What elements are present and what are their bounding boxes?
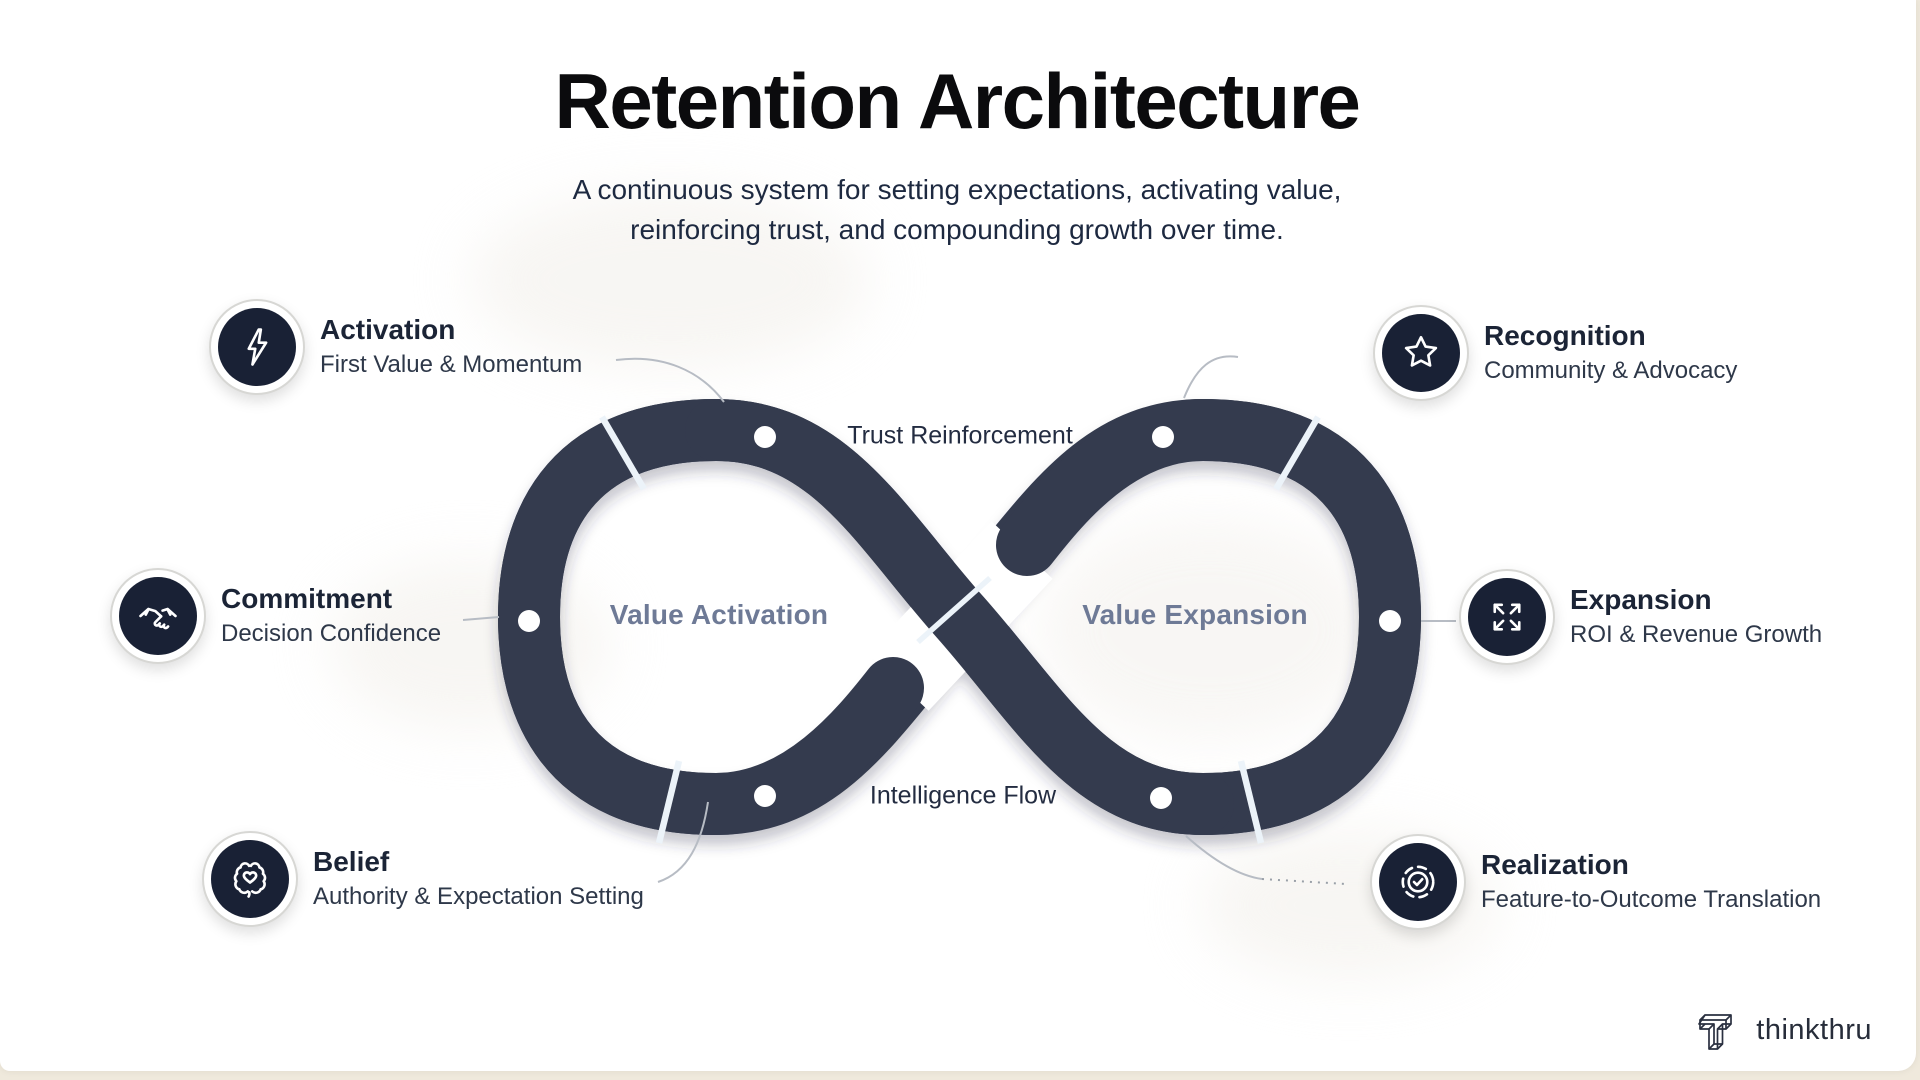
- loop-under-strand-right: [996, 398, 1422, 835]
- loop-segment-cuts: [599, 415, 1321, 844]
- waypoint-dot: [1150, 787, 1172, 809]
- node-circle: [1379, 843, 1457, 921]
- connector-activation: [615, 357, 725, 403]
- node-ring: [209, 299, 305, 395]
- loop-label-trust-reinforcement: Trust Reinforcement: [847, 421, 1073, 450]
- lightning-icon: [247, 328, 268, 366]
- expand-arrows-icon: [1493, 603, 1521, 631]
- waypoint-dot: [1152, 426, 1174, 448]
- cut-bottom-left: [655, 760, 683, 844]
- loop-waypoint-dots: [518, 426, 1401, 809]
- waypoint-dot: [754, 426, 776, 448]
- loop-center-slit: [916, 575, 992, 645]
- node-connectors: [462, 355, 1456, 885]
- waypoint-dot: [754, 785, 776, 807]
- node-circle: [1382, 314, 1460, 392]
- connector-recognition: [1183, 355, 1239, 399]
- node-subtitle: Decision Confidence: [221, 620, 442, 648]
- brand-logo: thinkthru: [1690, 1004, 1872, 1056]
- node-title: Expansion: [1570, 583, 1712, 615]
- node-belief: Belief Authority & Expectation Setting: [202, 831, 644, 927]
- node-text: Realization Feature-to-Outcome Translati…: [1481, 848, 1822, 915]
- loop-label-value-expansion: Value Expansion: [1082, 599, 1308, 630]
- node-circle: [211, 840, 289, 918]
- node-title: Commitment: [221, 582, 393, 614]
- page-subtitle-line1: A continuous system for setting expectat…: [572, 174, 1342, 205]
- node-circle: [119, 577, 197, 655]
- loop-label-intelligence-flow: Intelligence Flow: [869, 781, 1057, 810]
- loop-over-strand: [685, 399, 1234, 835]
- waypoint-dot: [518, 610, 540, 632]
- node-realization: Realization Feature-to-Outcome Translati…: [1370, 834, 1821, 930]
- node-circle: [218, 308, 296, 386]
- node-subtitle: First Value & Momentum: [320, 351, 583, 379]
- node-expansion: Expansion ROI & Revenue Growth: [1459, 569, 1822, 665]
- badge-check-icon: [1401, 865, 1435, 899]
- cut-top-left: [599, 415, 647, 491]
- background-blob: [470, 190, 870, 370]
- node-ring: [110, 568, 206, 664]
- connector-realization-curve: [1185, 835, 1263, 880]
- background-blob: [1040, 520, 1380, 740]
- node-commitment: Commitment Decision Confidence: [110, 568, 441, 664]
- node-text: Activation First Value & Momentum: [320, 313, 583, 380]
- star-icon: [1404, 335, 1438, 367]
- node-activation: Activation First Value & Momentum: [209, 299, 582, 395]
- node-subtitle: ROI & Revenue Growth: [1570, 621, 1823, 649]
- node-subtitle: Authority & Expectation Setting: [313, 883, 644, 911]
- brand-name: thinkthru: [1756, 1013, 1872, 1046]
- node-ring: [202, 831, 298, 927]
- node-ring: [1370, 834, 1466, 930]
- waypoint-dot: [1379, 610, 1401, 632]
- connector-realization-dotted: [1261, 878, 1347, 885]
- node-text: Expansion ROI & Revenue Growth: [1570, 583, 1823, 650]
- node-title: Realization: [1481, 848, 1629, 880]
- brain-heart-icon: [233, 862, 267, 898]
- connector-belief: [657, 801, 709, 883]
- node-text: Recognition Community & Advocacy: [1484, 319, 1738, 386]
- node-subtitle: Feature-to-Outcome Translation: [1481, 886, 1822, 914]
- node-circle: [1468, 578, 1546, 656]
- cut-top-right: [1273, 415, 1321, 491]
- node-recognition: Recognition Community & Advocacy: [1373, 305, 1737, 401]
- node-text: Belief Authority & Expectation Setting: [313, 845, 644, 912]
- page-title: Retention Architecture: [554, 57, 1361, 145]
- node-ring: [1373, 305, 1469, 401]
- wireframe-t-icon: [1698, 1014, 1733, 1050]
- node-title: Activation: [320, 313, 456, 345]
- node-title: Belief: [313, 845, 390, 877]
- loop-label-value-activation: Value Activation: [609, 599, 829, 630]
- cut-bottom-right: [1237, 760, 1265, 844]
- page-subtitle-line2: reinforcing trust, and compounding growt…: [630, 213, 1284, 245]
- node-subtitle: Community & Advocacy: [1484, 357, 1738, 385]
- node-text: Commitment Decision Confidence: [221, 582, 442, 649]
- node-ring: [1459, 569, 1555, 665]
- node-title: Recognition: [1484, 319, 1646, 351]
- page-subtitle: A continuous system for setting expectat…: [0, 170, 1914, 250]
- handshake-icon: [139, 607, 177, 630]
- connector-commitment: [462, 616, 500, 621]
- loop-under-strand-left: [497, 399, 924, 836]
